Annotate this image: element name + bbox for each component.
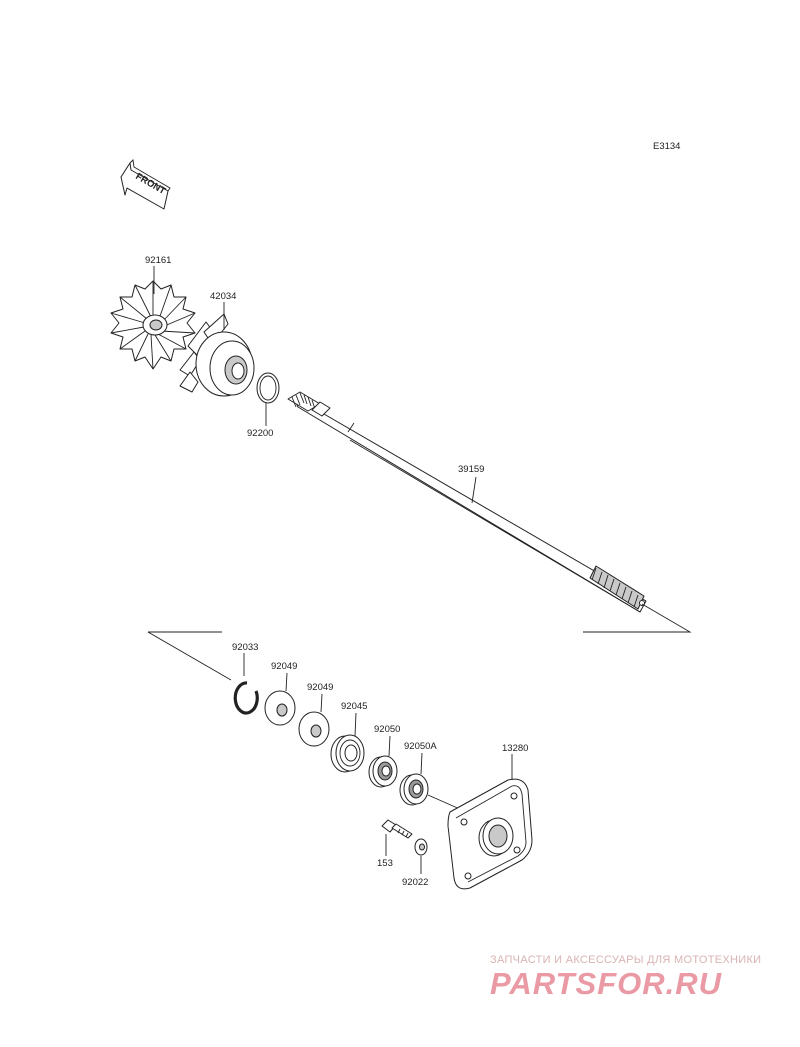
part-92200-ring[interactable] [256,372,280,404]
assembly-guide-left [147,631,232,681]
part-92049-washer-b[interactable] [298,711,330,747]
assembly-guide-cover [427,794,463,811]
part-92050A-oil-seal[interactable] [399,773,429,806]
part-number-92200: 92200 [247,428,273,439]
leader-92049-b [320,693,323,713]
part-92050-oil-seal[interactable] [368,755,398,788]
part-39159-shaft[interactable] [287,391,647,613]
leader-92050 [388,735,391,757]
part-13280-cover[interactable] [447,778,533,890]
leader-39159 [471,476,477,504]
part-number-42034: 42034 [210,291,236,302]
leader-92050A [420,752,423,775]
part-92045-bearing[interactable] [330,734,365,773]
watermark-tagline: ЗАПЧАСТИ И АКСЕССУАРЫ ДЛЯ МОТОТЕХНИКИ [490,954,762,966]
part-number-92049-a: 92049 [271,661,297,672]
part-number-153: 153 [377,858,393,869]
part-number-92045: 92045 [341,701,367,712]
part-number-92049-b: 92049 [307,682,333,693]
part-153-bolt[interactable] [381,819,413,839]
leader-92045 [354,712,357,737]
part-92161-impeller[interactable] [110,280,196,370]
part-number-92161: 92161 [145,255,171,266]
assembly-guide-right [583,603,692,633]
part-number-39159: 39159 [458,464,484,475]
part-number-13280: 13280 [502,743,528,754]
part-92033-circlip[interactable] [233,681,259,715]
part-number-92022: 92022 [402,877,428,888]
part-number-92050: 92050 [374,724,400,735]
part-92049-washer-a[interactable] [264,690,296,726]
watermark-brand: PARTSFOR.RU [490,966,723,1001]
part-number-92033: 92033 [232,642,258,653]
part-number-92050A: 92050A [404,741,437,752]
part-92022-washer[interactable] [414,838,428,856]
diagram-code: E3134 [653,141,680,152]
front-arrow-icon: FRONT [120,159,171,210]
part-42034-rotor[interactable] [179,313,255,397]
leader-92049-a [285,672,288,692]
